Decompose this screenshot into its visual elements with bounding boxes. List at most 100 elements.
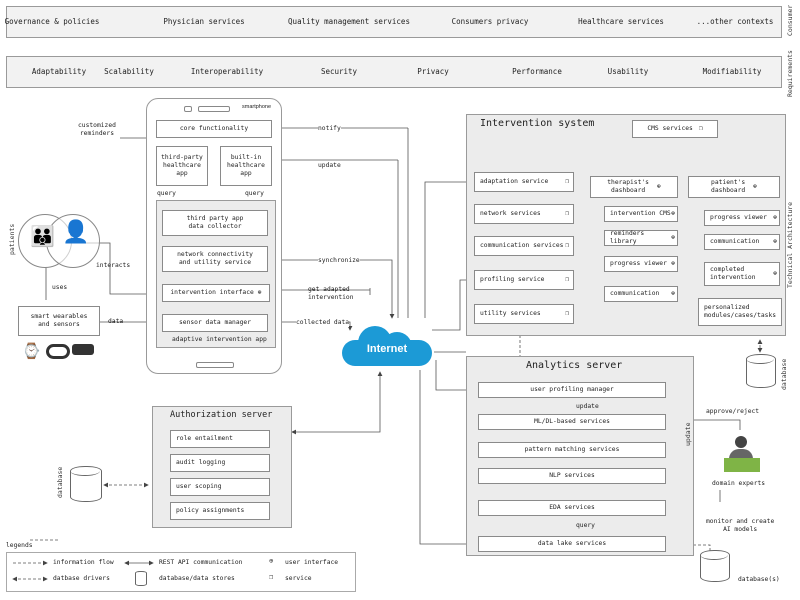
- legend-rest-api: REST API communication: [159, 559, 243, 566]
- approve-reject-label: approve/reject: [706, 408, 760, 415]
- service-icon: ❐: [565, 177, 569, 185]
- consumer-item: Healthcare services: [578, 17, 664, 26]
- ml-dl-services-box[interactable]: ML/DL-based services: [478, 414, 666, 430]
- completed-intervention-label: completed intervention: [710, 265, 756, 281]
- completed-intervention-box[interactable]: completed intervention⊕: [704, 262, 780, 286]
- consumer-band: Governance & policies Physician services…: [5, 6, 782, 38]
- communication-label: communication: [710, 237, 760, 245]
- requirement-item: Scalability: [104, 67, 154, 76]
- user-interface-icon: ⊕: [671, 209, 675, 217]
- reminders-library-box[interactable]: reminders library ⊕: [604, 230, 678, 246]
- database-icon: [135, 571, 147, 586]
- adaptation-service-box[interactable]: adaptation service ❐: [474, 172, 574, 192]
- therapist-dashboard-box[interactable]: therapist's dashboard⊕: [590, 176, 678, 198]
- third-party-app-box[interactable]: third-party healthcare app: [156, 146, 208, 186]
- update-inner-label: update: [576, 403, 599, 410]
- policy-assignments-box[interactable]: policy assignments: [170, 502, 270, 520]
- adaptive-app-label: adaptive intervention app: [172, 336, 267, 343]
- get-adapted-label: get adapted intervention: [308, 286, 354, 301]
- network-services-box[interactable]: network services❐: [474, 204, 574, 224]
- legend-title: legends: [6, 542, 33, 549]
- audit-logging-box[interactable]: audit logging: [170, 454, 270, 472]
- requirement-item: Performance: [512, 67, 562, 76]
- user-profiling-manager-box[interactable]: user profiling manager: [478, 382, 666, 398]
- monitor-label: monitor and create AI models: [706, 518, 775, 533]
- sensor-data-manager-box: sensor data manager: [162, 314, 268, 332]
- analytics-server-title: Analytics server: [526, 360, 623, 371]
- personalized-modules-box[interactable]: personalized modules/cases/tasks: [698, 298, 782, 326]
- intervention-system-title: Intervention system: [480, 118, 595, 129]
- intervention-interface-label: intervention interface: [170, 288, 254, 296]
- reminders-library-label: reminders library: [610, 229, 645, 245]
- nlp-services-box[interactable]: NLP services: [478, 468, 666, 484]
- cms-services-box[interactable]: CMS services ❐: [632, 120, 718, 138]
- query-label: query: [245, 190, 264, 197]
- user-interface-icon: ⊕: [671, 233, 675, 241]
- uses-label: uses: [52, 284, 68, 291]
- consumer-item: Quality management services: [288, 17, 410, 26]
- query-label: query: [157, 190, 176, 197]
- patient-dashboard-box[interactable]: patient's dashboard⊕: [688, 176, 780, 198]
- role-entailment-box[interactable]: role entailment: [170, 430, 270, 448]
- patients-circle-2: [46, 214, 100, 268]
- cms-services-label: CMS services: [647, 124, 693, 132]
- domain-expert-icon: [722, 436, 762, 476]
- progress-viewer-label: progress viewer: [610, 259, 667, 267]
- user-interface-icon: ⊕: [773, 213, 777, 221]
- requirement-item: Modifiability: [702, 67, 762, 76]
- intervention-cms-box[interactable]: intervention CMS⊕: [604, 206, 678, 222]
- phone-home-bar: [196, 362, 234, 368]
- database-label: database: [56, 466, 64, 498]
- network-connectivity-box: network connectivity and utility service: [162, 246, 268, 272]
- user-interface-icon: ⊕: [269, 557, 274, 565]
- communication-services-box[interactable]: communication services❐: [474, 236, 574, 256]
- user-scoping-box[interactable]: user scoping: [170, 478, 270, 496]
- utility-services-box[interactable]: utility services❐: [474, 304, 574, 324]
- internet-label: Internet: [366, 343, 408, 355]
- core-functionality-box: core functionality: [156, 120, 272, 138]
- patient-progress-viewer-box[interactable]: progress viewer⊕: [704, 210, 780, 226]
- intervention-interface-box[interactable]: intervention interface ⊕: [162, 284, 270, 302]
- database-icon-top: [746, 354, 774, 364]
- patients-label: patients: [8, 223, 16, 255]
- data-lake-services-box[interactable]: data lake services: [478, 536, 666, 552]
- phone-camera: [184, 106, 192, 112]
- data-label: data: [108, 318, 124, 325]
- adaptation-service-label: adaptation service: [480, 177, 549, 185]
- legend-box: information flow datbase drivers REST AP…: [6, 552, 356, 592]
- vr-headset-icon: [72, 344, 94, 355]
- notify-label: notify: [318, 125, 341, 133]
- legend-lines: [12, 560, 154, 582]
- requirement-item: Usability: [607, 67, 649, 76]
- communication-box[interactable]: communication⊕: [604, 286, 678, 302]
- built-in-app-box[interactable]: built-in healthcare app: [220, 146, 272, 186]
- update-side-label: update: [684, 422, 692, 446]
- database-label: database: [780, 358, 788, 390]
- requirement-item: Security: [320, 67, 358, 76]
- user-interface-icon: ⊕: [257, 288, 262, 296]
- therapist-dashboard-label: therapist's dashboard: [607, 178, 649, 194]
- profiling-service-box[interactable]: profiling service❐: [474, 270, 574, 290]
- communication-label: communication: [610, 289, 660, 297]
- query-label: query: [576, 522, 595, 529]
- patient-communication-box[interactable]: communication ⊕: [704, 234, 780, 250]
- synchronize-label: synchronize: [318, 257, 360, 265]
- data-collector-box: third party app data collector: [162, 210, 268, 236]
- customized-reminders-label: customized reminders: [78, 122, 116, 137]
- eda-services-box[interactable]: EDA services: [478, 500, 666, 516]
- domain-experts-label: domain experts: [712, 480, 766, 487]
- user-interface-icon: ⊕: [753, 182, 757, 190]
- legend-information-flow: information flow: [53, 559, 114, 566]
- collected-data-label: collected data: [296, 319, 350, 327]
- progress-viewer-box[interactable]: progress viewer⊕: [604, 256, 678, 272]
- pattern-matching-box[interactable]: pattern matching services: [478, 442, 666, 458]
- legend-database-stores: database/data stores: [159, 575, 235, 582]
- service-icon: ❐: [565, 275, 569, 283]
- databases-label: database(s): [738, 576, 780, 583]
- internet-cloud: Internet: [342, 326, 432, 366]
- database-icon-top: [700, 550, 728, 560]
- communication-services-label: communication services: [480, 241, 564, 249]
- patients-icon: 👪: [30, 224, 55, 248]
- user-interface-icon: ⊕: [773, 237, 777, 245]
- consumer-item: ...other contexts: [696, 17, 774, 26]
